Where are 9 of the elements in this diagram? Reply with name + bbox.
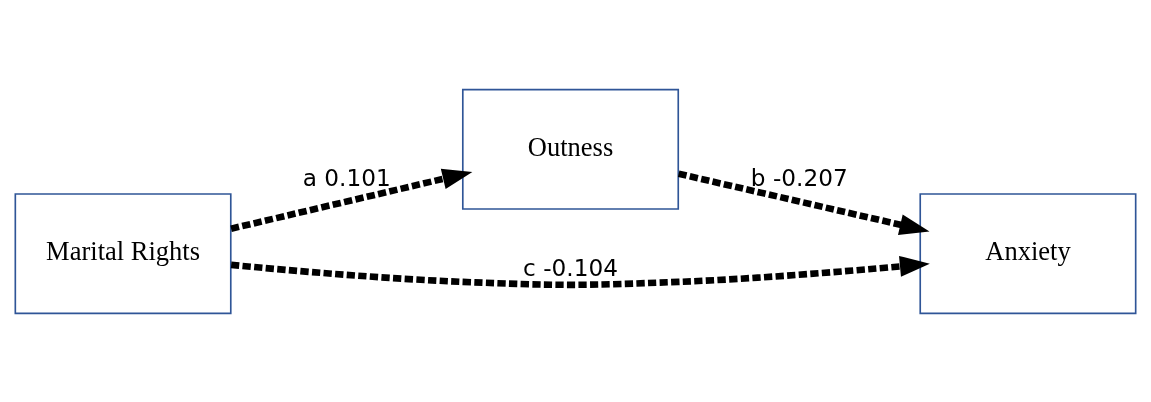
arrow	[677, 170, 930, 235]
edge-label: b -0.207	[750, 163, 848, 191]
edge-label: c -0.104	[523, 253, 618, 281]
node-box: Marital Rights	[14, 192, 232, 314]
arrow	[230, 255, 930, 288]
node-box: Outness	[461, 88, 680, 210]
node-box: Anxiety	[919, 192, 1137, 314]
arrow	[230, 168, 473, 232]
edge-label: a 0.101	[302, 163, 391, 191]
